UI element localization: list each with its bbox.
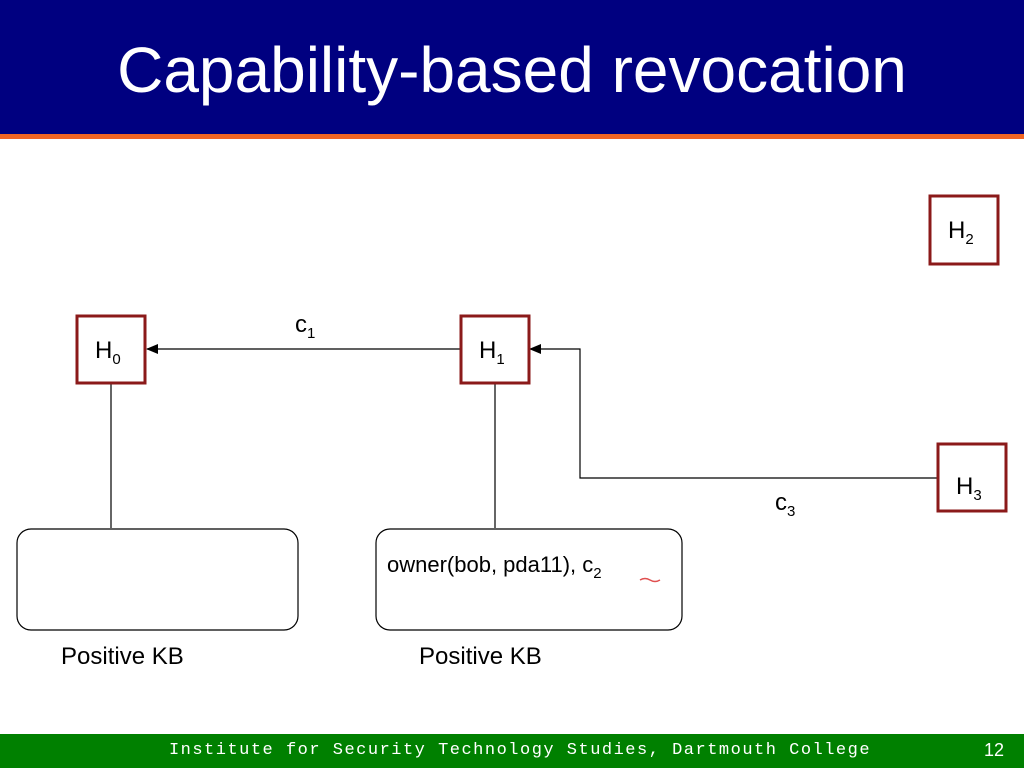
edge-label-c1: c1 [295,311,315,342]
slide-header: Capability-based revocation [0,0,1024,139]
page-number: 12 [983,740,1004,760]
spellcheck-underline [639,577,661,583]
svg-text:H0: H0 [95,337,121,368]
edge-h3-to-h1 [529,344,938,479]
node-h3: H3 [936,442,1008,513]
svg-text:H2: H2 [948,217,974,248]
kb-right: owner(bob, pda11), c2 [375,528,683,631]
node-h1: H1 [459,314,531,385]
slide-title: Capability-based revocation [117,34,907,106]
svg-text:H1: H1 [479,337,505,368]
kb-left [16,528,299,631]
slide-footer: Institute for Security Technology Studie… [0,734,1024,768]
node-h2: H2 [928,194,1000,266]
kb-left-caption: Positive KB [61,643,184,670]
node-h0: H0 [75,314,147,385]
edge-label-c3: c3 [775,489,795,520]
kb-right-content: owner(bob, pda11), c2 [387,552,602,582]
svg-text:H3: H3 [956,473,982,504]
kb-right-caption: Positive KB [419,643,542,670]
footer-text: Institute for Security Technology Studie… [168,741,872,760]
